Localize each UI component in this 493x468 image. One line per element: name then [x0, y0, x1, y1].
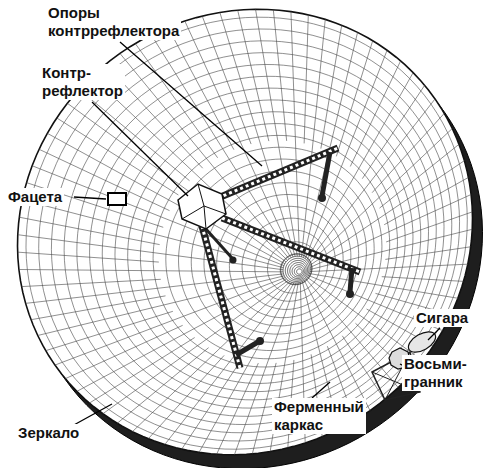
part-label: Контр- рефлектор — [40, 64, 125, 100]
leader-lines — [72, 42, 440, 426]
subreflector — [178, 184, 226, 229]
part-label: Зеркало — [16, 424, 81, 442]
part-label: Опоры контррефлектора — [46, 4, 181, 40]
part-label: Фацета — [6, 188, 64, 206]
facet-marker — [108, 193, 126, 205]
subreflector-supports — [202, 148, 360, 368]
part-label: Сигара — [414, 309, 470, 327]
cigar — [405, 328, 439, 357]
part-label: Ферменный каркас — [272, 398, 366, 434]
mirror-grid — [18, 9, 473, 454]
part-label: Восьми- гранник — [402, 355, 469, 391]
